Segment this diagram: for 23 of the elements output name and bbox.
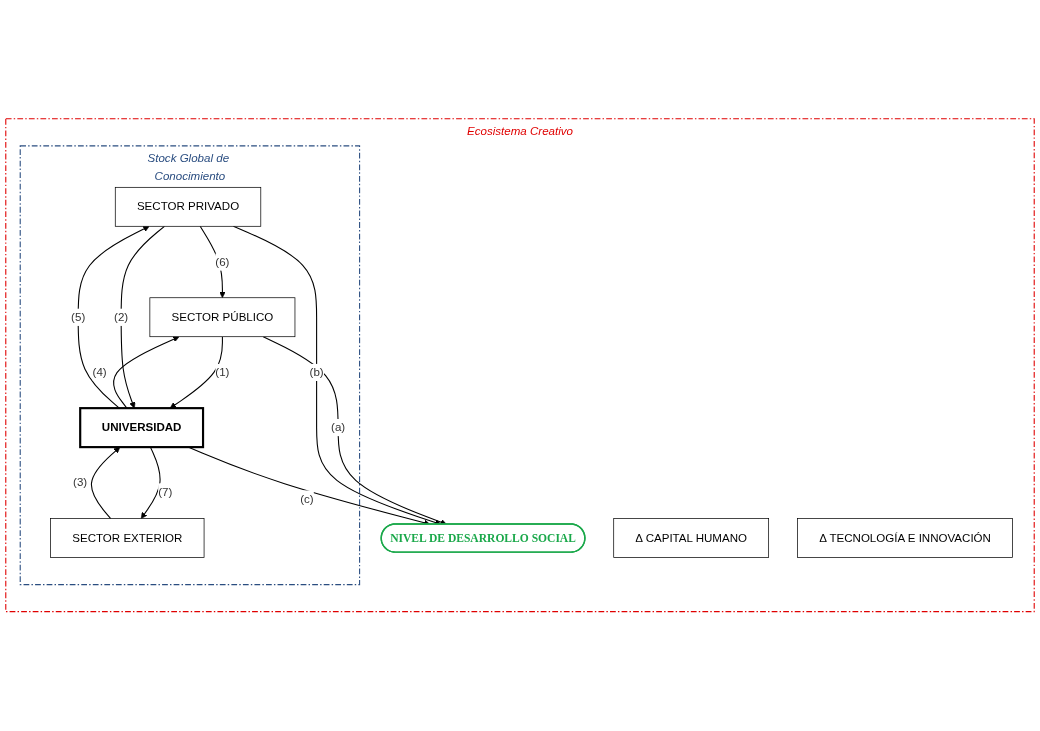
- edge-label: (5): [71, 311, 86, 324]
- edge-label: (6): [215, 255, 230, 269]
- arrow: [169, 336, 223, 409]
- arrow: [120, 226, 165, 409]
- arrow: [77, 226, 150, 409]
- edge-label: (a): [331, 421, 346, 434]
- node-box: SECTOR PRIVADO: [114, 187, 262, 227]
- node-box: SECTOR PÚBLICO: [149, 297, 296, 338]
- node-box: UNIVERSIDAD: [79, 407, 205, 449]
- node-box: SECTOR EXTERIOR: [50, 518, 205, 559]
- arrow: [199, 226, 226, 299]
- edge-label: (2): [114, 311, 129, 324]
- edge-label: (c): [300, 492, 314, 506]
- edge-label: (1): [215, 366, 230, 379]
- arrow: [90, 447, 121, 520]
- edge-label: (7): [158, 485, 173, 498]
- edge-label: (4): [92, 366, 107, 379]
- edge-label: (3): [73, 476, 88, 489]
- arrow: [113, 336, 180, 409]
- node-box: Δ TECNOLOGÍA E INNOVACIÓN: [797, 518, 1013, 559]
- edge-label: (b): [309, 366, 324, 379]
- node-box: Δ CAPITAL HUMANO: [613, 518, 769, 559]
- arrow: [262, 336, 447, 526]
